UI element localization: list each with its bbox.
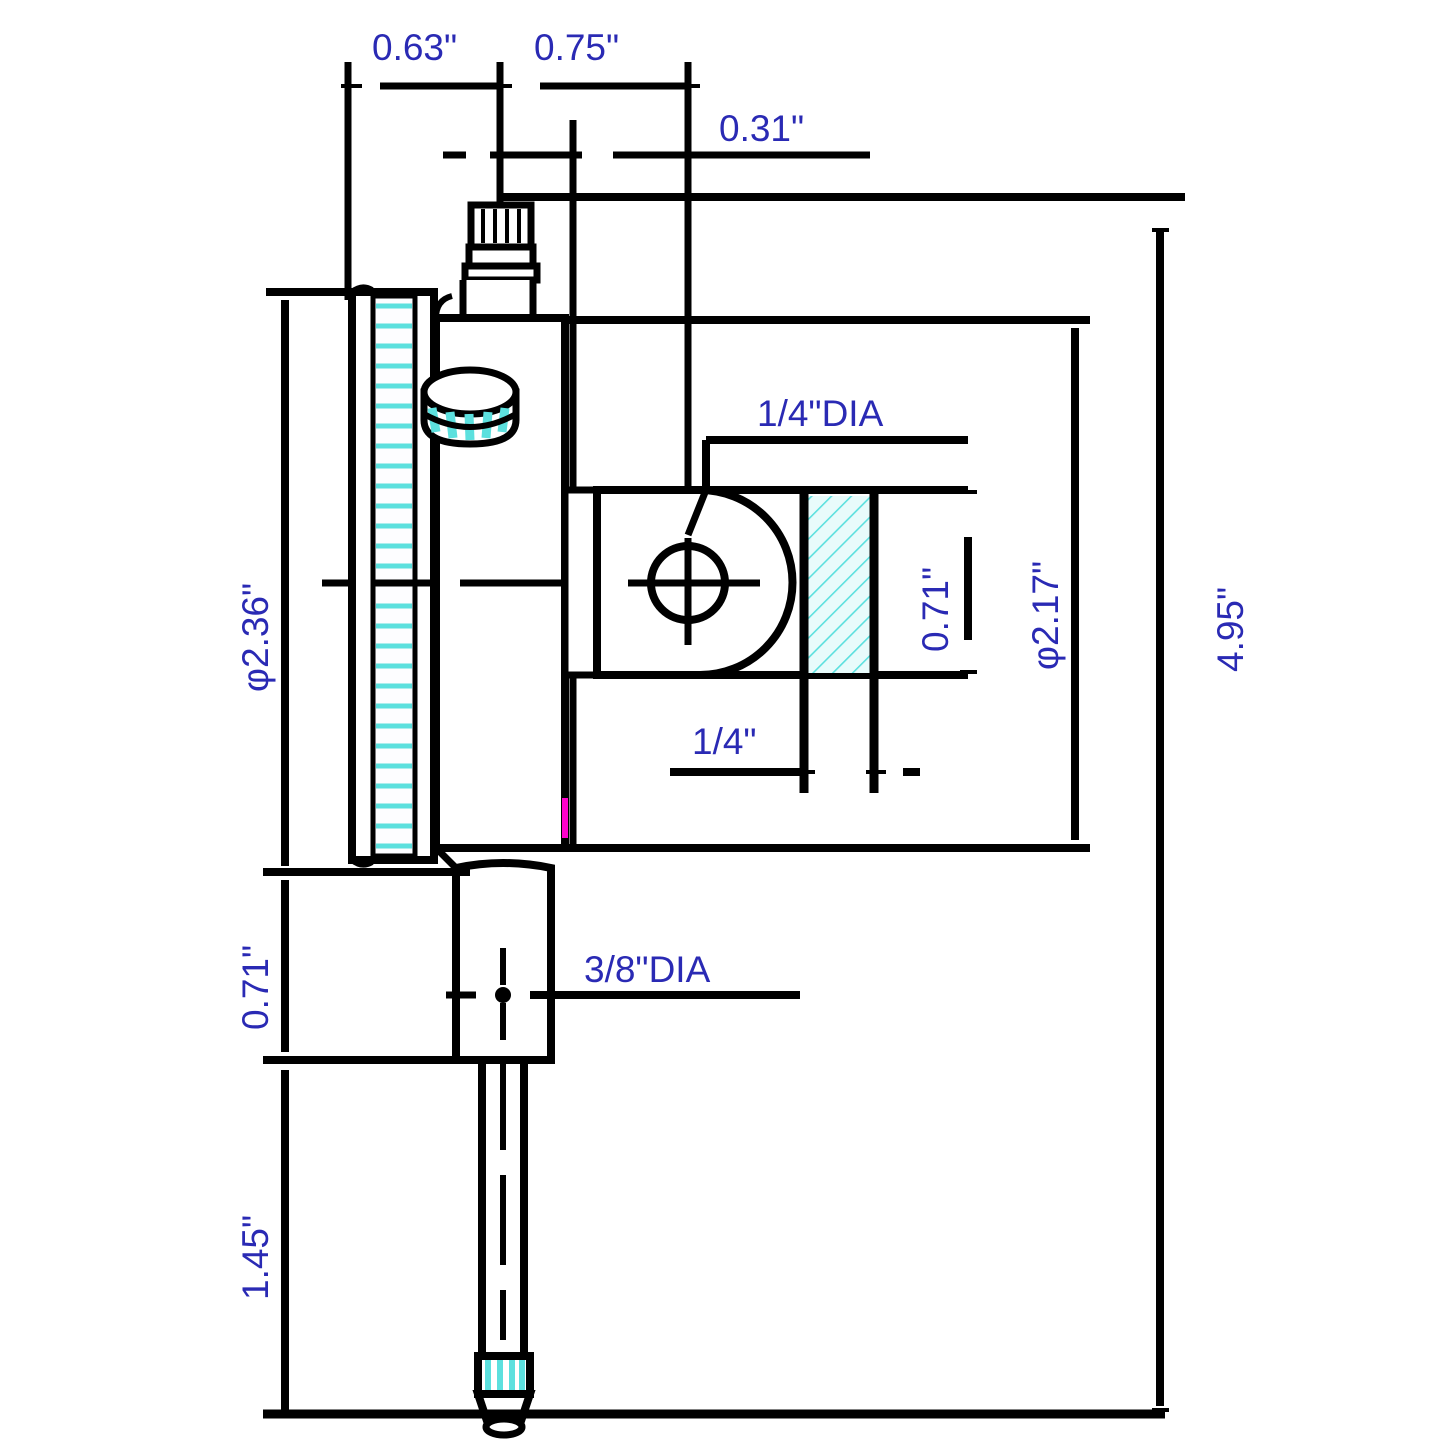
bezel-bottom-cap xyxy=(350,857,374,868)
dimension-495 xyxy=(500,193,1185,1412)
dimension-label-145: 1.45" xyxy=(235,1215,276,1300)
dimension-label-075: 0.75" xyxy=(534,27,619,68)
dimension-071-middle xyxy=(960,490,977,674)
side-adjust-knob xyxy=(420,366,520,448)
crown-knurl-lines xyxy=(481,209,521,243)
bezel-knurl-teeth xyxy=(376,303,412,849)
dimension-label-phi236: φ2.36" xyxy=(235,583,276,692)
bezel-knurl-band xyxy=(370,293,418,859)
side-knob-front-edge xyxy=(422,411,518,430)
dimension-label-071-middle: 0.71" xyxy=(915,567,956,652)
dimension-label-063: 0.63" xyxy=(372,27,457,68)
leader-quarter-dia xyxy=(684,436,968,537)
top-dimension-network xyxy=(341,62,870,850)
contact-point-ball xyxy=(482,1415,526,1439)
top-crown-knob xyxy=(461,201,541,284)
contact-point-tip xyxy=(472,1352,536,1439)
contact-point-knurl-lines xyxy=(485,1360,525,1390)
lug-flange xyxy=(561,486,601,679)
stem-left-shoulder xyxy=(433,845,459,871)
leader-line-quarter-dia xyxy=(684,488,710,537)
mounting-lug xyxy=(561,486,968,679)
dimension-label-031: 0.31" xyxy=(719,108,804,149)
dimension-label-quarter: 1/4" xyxy=(692,721,757,762)
dimension-071-lower xyxy=(263,868,470,1064)
dimension-label-071-lower: 0.71" xyxy=(235,945,276,1030)
sectioned-clamp-bar xyxy=(799,490,879,793)
side-knob-top-face xyxy=(420,366,520,418)
clamp-bar-section-fill xyxy=(808,496,870,673)
dimension-phi217 xyxy=(565,316,1090,852)
leader-38-dia xyxy=(446,948,800,1040)
dimension-label-quarter-dia: 1/4"DIA xyxy=(757,393,884,434)
stem-sleeve xyxy=(433,845,555,1064)
dimension-label-38-dia: 3/8"DIA xyxy=(584,949,711,990)
crown-flange xyxy=(461,262,541,284)
dimension-label-495: 4.95" xyxy=(1210,587,1251,672)
crown-knurl-block xyxy=(467,201,535,251)
spindle-axis-dot xyxy=(495,987,511,1003)
spindle-rod xyxy=(478,1060,528,1355)
dial-bezel xyxy=(348,284,438,868)
dimension-label-phi217: φ2.17" xyxy=(1025,561,1066,670)
